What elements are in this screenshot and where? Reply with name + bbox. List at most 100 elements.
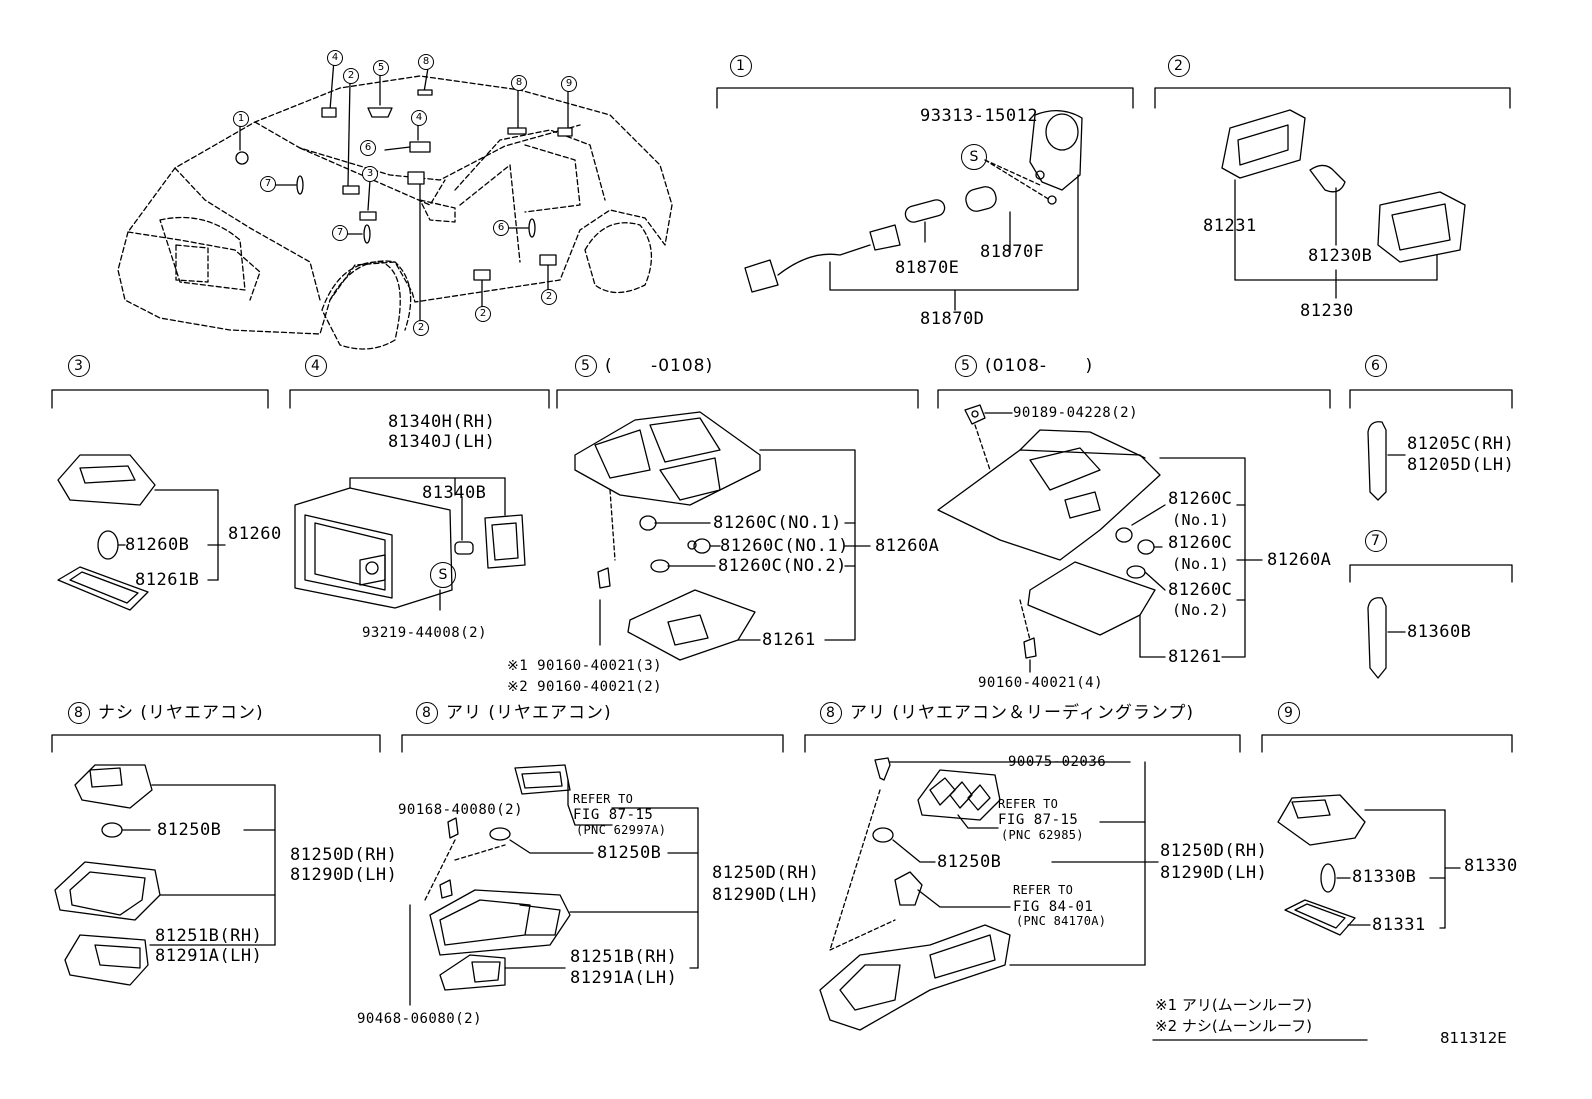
- part-number: 90168-40080(2): [398, 802, 524, 818]
- part-number: 81330B: [1352, 867, 1417, 887]
- part-number: 81260C: [1168, 489, 1233, 509]
- s-marker: S: [961, 144, 987, 170]
- refer-note: REFER TO: [573, 792, 634, 806]
- section-3-drawing: [57, 454, 226, 611]
- section-2-drawing: [1221, 109, 1466, 299]
- car-callout-7: 7: [332, 225, 348, 241]
- part-number: 90189-04228(2): [1013, 405, 1139, 421]
- s-marker: S: [430, 562, 456, 588]
- part-number: 81870F: [980, 242, 1045, 262]
- part-number: 81290D(LH): [712, 885, 820, 905]
- section-header-6: 6: [1365, 355, 1395, 377]
- section-5b-drawing: [937, 404, 1263, 673]
- part-number: 81250D(RH): [290, 845, 398, 865]
- car-illustration: [117, 75, 673, 350]
- car-callout-2: 2: [413, 320, 429, 336]
- part-number: 81260C(NO.2): [718, 556, 847, 576]
- part-number: 81251B(RH): [155, 926, 263, 946]
- car-callout-6: 6: [493, 220, 509, 236]
- part-number: (No.1): [1172, 555, 1230, 573]
- refer-note: REFER TO: [1013, 883, 1074, 897]
- section-header-5a: 5( -0108): [575, 355, 713, 377]
- part-number: 81291A(LH): [570, 968, 678, 988]
- car-callout-7: 7: [260, 176, 276, 192]
- part-number: 93219-44008(2): [362, 625, 488, 641]
- section-8c-drawing: [819, 757, 1159, 1031]
- part-number: 81340B: [422, 483, 487, 503]
- part-number: 81261: [1168, 647, 1222, 667]
- part-number: 81205D(LH): [1407, 455, 1515, 475]
- part-number: 81260B: [125, 535, 190, 555]
- car-callout-1: 1: [233, 111, 249, 127]
- part-number: 81260C(NO.1): [713, 513, 842, 533]
- part-number: 90160-40021(4): [978, 675, 1104, 691]
- part-number: (No.1): [1172, 511, 1230, 529]
- section-header-1: 1: [730, 55, 760, 77]
- part-number: 81260: [228, 524, 282, 544]
- part-number: 90075-02036: [1008, 754, 1107, 770]
- part-number: 81331: [1372, 915, 1426, 935]
- section-header-2: 2: [1168, 55, 1198, 77]
- car-callout-4: 4: [411, 110, 427, 126]
- section-header-4: 4: [305, 355, 335, 377]
- screw-note: ※2 90160-40021(2): [507, 679, 663, 695]
- section-header-7: 7: [1365, 530, 1395, 552]
- car-callout-leaders: [239, 59, 569, 321]
- car-callout-8: 8: [418, 54, 434, 70]
- part-number: 81230: [1300, 301, 1354, 321]
- part-number: 81260C: [1168, 533, 1233, 553]
- car-callout-2: 2: [475, 306, 491, 322]
- section-9-drawing: [1277, 794, 1461, 936]
- part-number: 81330: [1464, 856, 1518, 876]
- part-number: 81260A: [1267, 550, 1332, 570]
- car-callout-2: 2: [343, 68, 359, 84]
- part-number: 81260A: [875, 536, 940, 556]
- car-callout-6: 6: [360, 140, 376, 156]
- part-number: 81870D: [920, 309, 985, 329]
- section-7-drawing: [1367, 597, 1406, 679]
- car-callout-4: 4: [327, 50, 343, 66]
- part-number: 81261B: [135, 570, 200, 590]
- part-number: 93313-15012: [920, 106, 1039, 126]
- part-number: 81261: [762, 630, 816, 650]
- section-8b-drawing: [409, 764, 699, 1006]
- car-callout-3: 3: [362, 166, 378, 182]
- car-callout-9: 9: [561, 76, 577, 92]
- part-number: 81290D(LH): [1160, 863, 1268, 883]
- footnote-1: ※1 アリ(ムーンルーフ): [1155, 996, 1312, 1014]
- refer-note: (PNC 62997A): [576, 823, 667, 837]
- part-number: 81251B(RH): [570, 947, 678, 967]
- part-number: 81250D(RH): [712, 863, 820, 883]
- part-number: 81250B: [937, 852, 1002, 872]
- section-8a-drawing: [54, 764, 276, 986]
- refer-note: FIG 84-01: [1013, 899, 1094, 915]
- part-number: 81260C: [1168, 580, 1233, 600]
- section-5a-drawing: [574, 411, 871, 661]
- section-header-9: 9: [1278, 702, 1308, 724]
- car-callout-2: 2: [541, 289, 557, 305]
- section-header-3: 3: [68, 355, 98, 377]
- part-number: 81870E: [895, 258, 960, 278]
- section-brackets: [51, 87, 1513, 753]
- car-lamp-shapes: [235, 89, 573, 281]
- part-number: 90468-06080(2): [357, 1011, 483, 1027]
- screw-note: ※1 90160-40021(3): [507, 658, 663, 674]
- part-number: 81260C(NO.1): [720, 536, 849, 556]
- part-number: 81340J(LH): [388, 432, 496, 452]
- section-4-drawing: [294, 477, 526, 611]
- refer-note: REFER TO: [998, 797, 1059, 811]
- part-number: 81205C(RH): [1407, 434, 1515, 454]
- part-number: 81290D(LH): [290, 865, 398, 885]
- section-6-drawing: [1367, 421, 1406, 501]
- part-number: 81250D(RH): [1160, 841, 1268, 861]
- part-number: 81231: [1203, 216, 1257, 236]
- part-number: 81230B: [1308, 246, 1373, 266]
- footnote-2: ※2 ナシ(ムーンルーフ): [1155, 1017, 1312, 1035]
- diagram-id: 811312E: [1440, 1029, 1507, 1047]
- car-callout-5: 5: [373, 60, 389, 76]
- part-number: 81291A(LH): [155, 946, 263, 966]
- car-callout-8: 8: [511, 75, 527, 91]
